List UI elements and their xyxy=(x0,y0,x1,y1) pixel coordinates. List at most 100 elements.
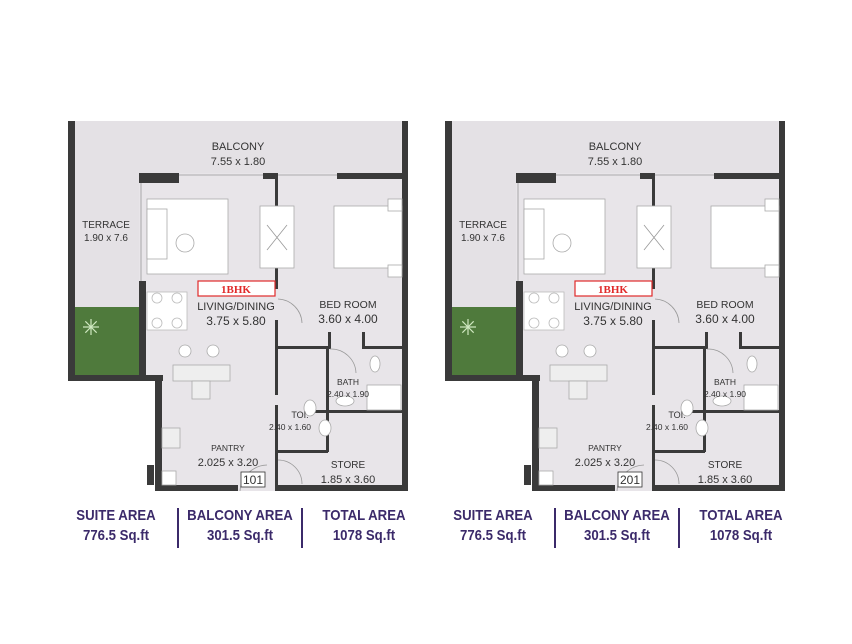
balcony-size: 7.55 x 1.80 xyxy=(211,156,265,168)
wall xyxy=(147,465,154,485)
plant-icon xyxy=(83,319,99,335)
balcony-area xyxy=(452,121,778,173)
unit-type-label: 1BHK xyxy=(598,284,628,296)
wall xyxy=(640,173,655,179)
wall xyxy=(652,405,655,487)
bedroom-label: BED ROOM xyxy=(319,299,376,311)
wall xyxy=(739,346,779,349)
wall xyxy=(328,332,331,349)
wall xyxy=(155,485,238,491)
kitchen-counter-icon xyxy=(538,344,608,486)
toilet-label: TOI. xyxy=(291,410,308,420)
balcony-label: BALCONY xyxy=(212,141,265,153)
floor-plan-drawing: BALCONY 7.55 x 1.80 TERRACE 1.90 x 7.6 1BH… xyxy=(60,121,408,495)
toilet-size: 2.40 x 1.60 xyxy=(269,422,311,432)
terrace-size: 1.90 x 7.6 xyxy=(84,233,128,244)
living-dining-size: 3.75 x 5.80 xyxy=(583,314,643,328)
area-value: 1078 Sq.ft xyxy=(332,527,396,544)
store-label: STORE xyxy=(708,460,743,471)
divider xyxy=(678,508,680,548)
wall xyxy=(703,349,706,411)
area-label: BALCONY AREA xyxy=(187,507,293,524)
sofa-icon xyxy=(523,198,606,275)
unit-type-label: 1BHK xyxy=(221,284,251,296)
area-summary: SUITE AREA 776.5 Sq.ft BALCONY AREA 301.5 S… xyxy=(432,506,802,548)
wall xyxy=(682,410,779,413)
pantry-size: 2.025 x 3.20 xyxy=(198,457,259,469)
floor-plan-unit: BALCONY 7.55 x 1.80 TERRACE 1.90 x 7.6 1BH… xyxy=(60,115,410,495)
area-value: 301.5 Sq.ft xyxy=(206,527,274,544)
tv-unit-icon xyxy=(636,205,672,269)
living-dining-label: LIVING/DINING xyxy=(574,301,652,313)
grass-patch xyxy=(452,307,516,375)
living-dining-label: LIVING/DINING xyxy=(197,301,275,313)
store-size: 1.85 x 3.60 xyxy=(698,474,752,486)
bedroom-label: BED ROOM xyxy=(696,299,753,311)
bath-label: BATH xyxy=(337,377,359,387)
kitchen-counter-icon xyxy=(161,344,231,486)
area-value: 301.5 Sq.ft xyxy=(583,527,651,544)
wall xyxy=(652,320,655,395)
balcony-area xyxy=(75,121,401,173)
area-label: BALCONY AREA xyxy=(564,507,670,524)
unit-number: 101 xyxy=(243,473,263,487)
unit-number: 201 xyxy=(620,473,640,487)
wall xyxy=(68,121,75,377)
terrace-size: 1.90 x 7.6 xyxy=(461,233,505,244)
balcony-size: 7.55 x 1.80 xyxy=(588,156,642,168)
wall xyxy=(275,405,278,487)
wall xyxy=(362,332,365,348)
bed-icon xyxy=(710,198,780,278)
wall xyxy=(139,173,179,183)
terrace-label: TERRACE xyxy=(82,220,130,231)
bath-size: 2.40 x 1.90 xyxy=(704,389,746,399)
wall xyxy=(155,375,162,491)
bed-icon xyxy=(333,198,403,278)
balcony-label: BALCONY xyxy=(589,141,642,153)
sanitary-fixtures-icon xyxy=(680,355,779,437)
area-label: TOTAL AREA xyxy=(322,507,406,524)
wall xyxy=(445,375,540,381)
wall xyxy=(139,281,146,377)
wall xyxy=(326,349,329,411)
grass-patch xyxy=(75,307,139,375)
wall xyxy=(305,410,402,413)
wall xyxy=(516,281,523,377)
wall xyxy=(445,121,452,377)
wall xyxy=(524,465,531,485)
wall xyxy=(532,485,615,491)
wall xyxy=(652,485,785,491)
wall xyxy=(705,332,708,349)
pantry-size: 2.025 x 3.20 xyxy=(575,457,636,469)
dining-table-icon xyxy=(523,291,565,331)
terrace-area xyxy=(75,173,139,307)
bedroom-size: 3.60 x 4.00 xyxy=(695,312,755,326)
area-value: 776.5 Sq.ft xyxy=(459,527,527,544)
store-size: 1.85 x 3.60 xyxy=(321,474,375,486)
area-item: TOTAL AREA 1078 Sq.ft xyxy=(310,506,417,548)
wall xyxy=(275,485,408,491)
wall xyxy=(278,450,328,453)
tv-unit-icon xyxy=(259,205,295,269)
plant-icon xyxy=(460,319,476,335)
wall xyxy=(337,173,402,179)
wall xyxy=(68,375,163,381)
pantry-label: PANTRY xyxy=(211,443,245,453)
area-value: 776.5 Sq.ft xyxy=(82,527,150,544)
toilet-label: TOI. xyxy=(668,410,685,420)
wall xyxy=(402,121,408,491)
area-item: BALCONY AREA 301.5 Sq.ft xyxy=(563,506,670,548)
area-label: SUITE AREA xyxy=(453,507,533,524)
bath-label: BATH xyxy=(714,377,736,387)
wall xyxy=(739,332,742,348)
wall xyxy=(655,450,705,453)
sanitary-fixtures-icon xyxy=(303,355,402,437)
area-item: BALCONY AREA 301.5 Sq.ft xyxy=(186,506,293,548)
terrace-area xyxy=(452,173,516,307)
area-item: SUITE AREA 776.5 Sq.ft xyxy=(439,506,546,548)
wall xyxy=(275,320,278,395)
